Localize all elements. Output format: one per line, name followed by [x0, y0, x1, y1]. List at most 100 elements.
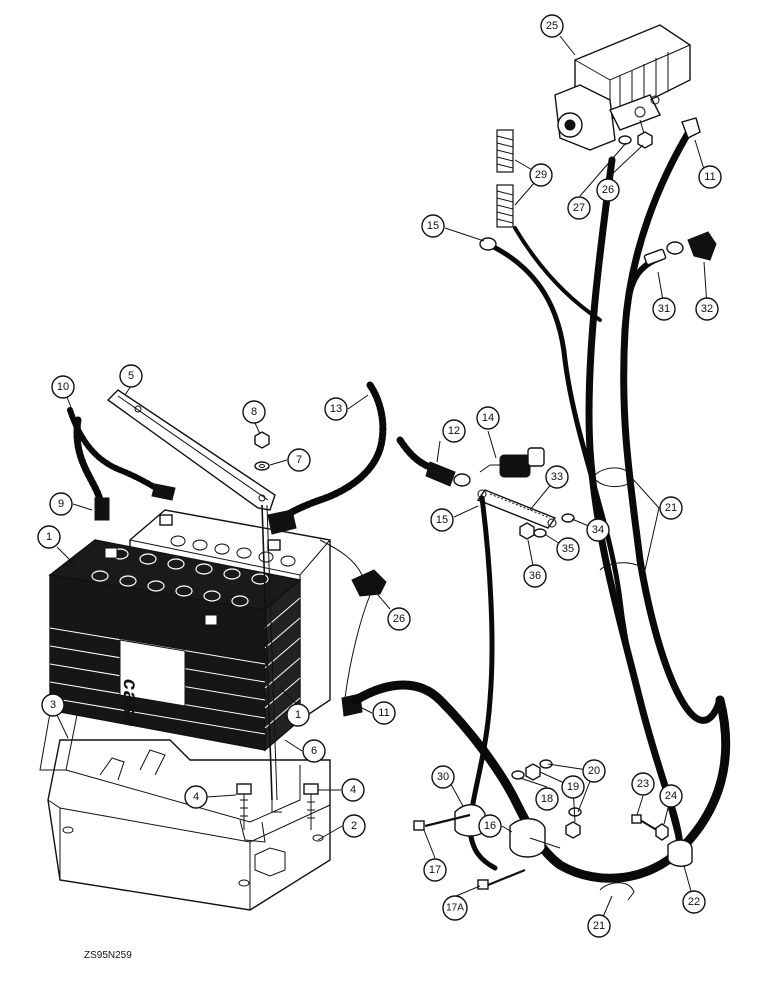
callout-17a: 17A — [442, 895, 468, 921]
svg-text:25: 25 — [546, 20, 558, 32]
svg-text:8: 8 — [251, 406, 257, 418]
callout-9: 9 — [49, 492, 73, 516]
callout-33: 33 — [545, 465, 569, 489]
callout-7: 7 — [287, 448, 311, 472]
nut-19 — [525, 763, 581, 839]
svg-text:26: 26 — [602, 184, 614, 196]
callout-15-upper: 15 — [421, 214, 445, 238]
starter-washer-27 — [618, 135, 632, 145]
svg-text:21: 21 — [665, 502, 677, 514]
washer-35 — [533, 528, 547, 538]
callout-32: 32 — [695, 297, 719, 321]
cable-clamp-22 — [667, 839, 693, 867]
bolt-17a — [477, 868, 526, 890]
svg-text:26: 26 — [393, 613, 405, 625]
svg-text:10: 10 — [57, 381, 69, 393]
svg-text:27: 27 — [573, 202, 585, 214]
callout-10: 10 — [51, 375, 75, 399]
callout-26-boot: 26 — [387, 607, 411, 631]
battery-hold-down-clamp — [106, 389, 276, 511]
callout-17: 17 — [423, 858, 447, 882]
callout-4-right: 4 — [341, 778, 365, 802]
cable-tie-lower — [599, 882, 635, 901]
svg-text:14: 14 — [482, 412, 494, 424]
callout-36: 36 — [523, 564, 547, 588]
callout-21-lower: 21 — [587, 914, 611, 938]
callout-20: 20 — [582, 759, 606, 783]
svg-text:20: 20 — [588, 765, 600, 777]
callout-26-starter: 26 — [596, 178, 620, 202]
svg-text:11: 11 — [378, 707, 389, 719]
battery-front: case — [48, 539, 302, 752]
svg-text:33: 33 — [551, 471, 563, 483]
battery-cable-11-lower — [341, 680, 731, 883]
callout-24: 24 — [659, 784, 683, 808]
callout-11-lower: 11 — [372, 701, 396, 725]
callout-35: 35 — [556, 537, 580, 561]
ground-strap — [476, 489, 557, 529]
callout-3: 3 — [41, 693, 65, 717]
battery-tray — [39, 689, 331, 911]
bolt-17 — [413, 813, 471, 831]
svg-text:17: 17 — [429, 864, 441, 876]
nut-36 — [519, 522, 535, 540]
figure-code: ZS95N259 — [84, 950, 132, 961]
battery-brand-mark: case — [119, 677, 141, 729]
svg-text:2: 2 — [351, 820, 357, 832]
svg-text:18: 18 — [541, 793, 553, 805]
callout-27: 27 — [567, 196, 591, 220]
svg-text:5: 5 — [128, 370, 134, 382]
svg-text:29: 29 — [535, 169, 547, 181]
callout-14: 14 — [476, 406, 500, 430]
positive-cable-coiled — [267, 381, 387, 535]
terminal-boot-32 — [687, 231, 717, 261]
callout-11-upper: 11 — [698, 165, 722, 189]
svg-text:34: 34 — [592, 524, 604, 536]
svg-text:32: 32 — [701, 303, 713, 315]
svg-text:12: 12 — [448, 425, 460, 437]
cable-clamp-16 — [509, 818, 561, 858]
svg-text:4: 4 — [193, 791, 199, 803]
callout-1: 1 — [37, 525, 61, 549]
svg-text:30: 30 — [437, 771, 449, 783]
svg-text:15: 15 — [427, 220, 439, 232]
washer-20 — [539, 759, 582, 817]
callout-15-lower: 15 — [430, 508, 454, 532]
cable-31 — [625, 241, 684, 308]
svg-text:7: 7 — [296, 454, 302, 466]
hold-down-rod — [261, 504, 282, 813]
svg-text:31: 31 — [658, 303, 670, 315]
callout-13: 13 — [324, 397, 348, 421]
callout-5: 5 — [119, 364, 143, 388]
callout-25: 25 — [540, 14, 564, 38]
svg-text:21: 21 — [593, 920, 605, 932]
callout-34: 34 — [586, 518, 610, 542]
callout-19: 19 — [561, 775, 585, 799]
callout-12: 12 — [442, 419, 466, 443]
ground-cable-15-upper — [479, 237, 683, 848]
starter-cable-11-upper — [585, 117, 724, 854]
callout-21-upper: 21 — [659, 496, 683, 520]
hold-down-nut — [254, 431, 270, 449]
callout-22: 22 — [682, 890, 706, 914]
svg-text:23: 23 — [637, 778, 649, 790]
jumper-cable-coiled — [67, 407, 176, 521]
svg-text:1: 1 — [295, 709, 301, 721]
svg-text:11: 11 — [704, 171, 715, 183]
svg-text:4: 4 — [350, 784, 356, 796]
callout-4-left: 4 — [184, 785, 208, 809]
callout-1b: 1 — [286, 703, 310, 727]
svg-text:36: 36 — [529, 570, 541, 582]
starter-stud-nut-26 — [637, 119, 653, 149]
callout-2: 2 — [342, 814, 366, 838]
callout-30: 30 — [431, 765, 455, 789]
starter-solenoid-switch — [479, 447, 545, 478]
washer-34 — [561, 513, 575, 523]
tray-bolt-right — [303, 783, 319, 830]
svg-text:15: 15 — [436, 514, 448, 526]
hold-down-washer — [254, 461, 270, 471]
callout-16: 16 — [478, 814, 502, 838]
callout-23: 23 — [631, 772, 655, 796]
svg-text:35: 35 — [562, 543, 574, 555]
